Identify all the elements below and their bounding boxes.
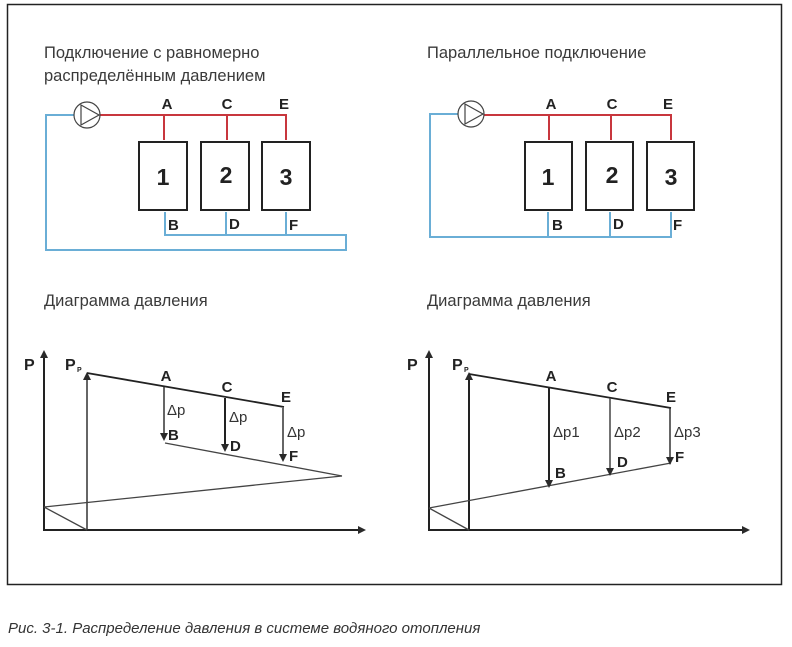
node-e-label: E: [663, 96, 673, 113]
radiator-1: [138, 141, 188, 211]
node-a-label: A: [546, 96, 557, 113]
return-pipe-main: [45, 114, 347, 251]
left-pressure-diagram: Диаграмма давления P P P A C E B D F Δp …: [24, 292, 366, 534]
node-c-label: C: [222, 96, 233, 113]
y-axis-label: P: [407, 357, 418, 374]
return-to-start-line: [43, 475, 343, 508]
node-f-label: F: [673, 217, 682, 234]
left-schema-title-line-2: распределённым давлением: [44, 67, 265, 85]
node-f-label: F: [289, 217, 298, 234]
radiator-2-label: 2: [220, 162, 233, 188]
node-c-label: C: [607, 96, 618, 113]
left-diagram-title: Диаграмма давления: [44, 292, 208, 310]
node-d-label: D: [613, 216, 624, 233]
point-d-label: D: [617, 454, 628, 471]
right-pressure-diagram: Диаграмма давления P P P A C E B D F Δp1…: [407, 292, 750, 534]
pump-pressure-subscript: P: [77, 367, 82, 374]
drop-label-2: Δp: [229, 409, 247, 426]
point-b-label: B: [168, 427, 179, 444]
point-e-label: E: [666, 389, 676, 406]
supply-pipe-main: [100, 114, 287, 140]
drop-label-1: Δp: [167, 402, 185, 419]
pump-icon: [457, 100, 485, 128]
radiator-1-label: 1: [157, 164, 170, 190]
pump-pressure-subscript: P: [464, 367, 469, 374]
left-schema-title-line-1: Подключение с равномерно: [44, 44, 259, 62]
radiator-2: [585, 141, 634, 211]
node-b-label: B: [168, 217, 179, 234]
pump-suction-line: [43, 506, 88, 531]
y-axis-label: P: [24, 357, 35, 374]
radiator-3: [261, 141, 311, 211]
drop-label-1: Δp1: [553, 424, 580, 441]
point-a-label: A: [546, 368, 557, 385]
right-schema-title: Параллельное подключение: [427, 44, 646, 62]
pump-suction-line: [428, 507, 470, 531]
node-b-label: B: [552, 217, 563, 234]
supply-pressure-line: [86, 372, 285, 408]
radiator-2: [200, 141, 250, 211]
supply-pipe-main: [484, 114, 672, 140]
radiator-3-label: 3: [280, 164, 293, 190]
drop-label-3: Δp3: [674, 424, 701, 441]
node-e-label: E: [279, 96, 289, 113]
point-f-label: F: [289, 448, 298, 465]
pump-icon: [73, 101, 101, 129]
point-c-label: C: [607, 379, 618, 396]
point-b-label: B: [555, 465, 566, 482]
drop-label-3: Δp: [287, 424, 305, 441]
radiator-3: [646, 141, 695, 211]
return-pressure-line: [164, 442, 343, 477]
supply-pressure-line: [468, 373, 672, 409]
return-pipe-main: [429, 113, 672, 238]
left-schema: Подключение с равномерно распределённым …: [44, 44, 347, 251]
node-d-label: D: [229, 216, 240, 233]
pump-pressure-label: P: [65, 357, 76, 374]
radiator-3-label: 3: [665, 164, 678, 190]
figure-caption: Рис. 3-1. Распределение давления в систе…: [8, 620, 481, 637]
radiator-2-label: 2: [606, 162, 619, 188]
figure-frame: [6, 3, 783, 586]
right-diagram-title: Диаграмма давления: [427, 292, 591, 310]
drop-label-2: Δp2: [614, 424, 641, 441]
point-e-label: E: [281, 389, 291, 406]
point-f-label: F: [675, 449, 684, 466]
point-d-label: D: [230, 438, 241, 455]
radiator-1-label: 1: [542, 164, 555, 190]
point-a-label: A: [161, 368, 172, 385]
right-schema: Параллельное подключение 1 2 3 A C E B D…: [427, 44, 695, 238]
point-c-label: C: [222, 379, 233, 396]
radiator-1: [524, 141, 573, 211]
pump-pressure-label: P: [452, 357, 463, 374]
node-a-label: A: [162, 96, 173, 113]
